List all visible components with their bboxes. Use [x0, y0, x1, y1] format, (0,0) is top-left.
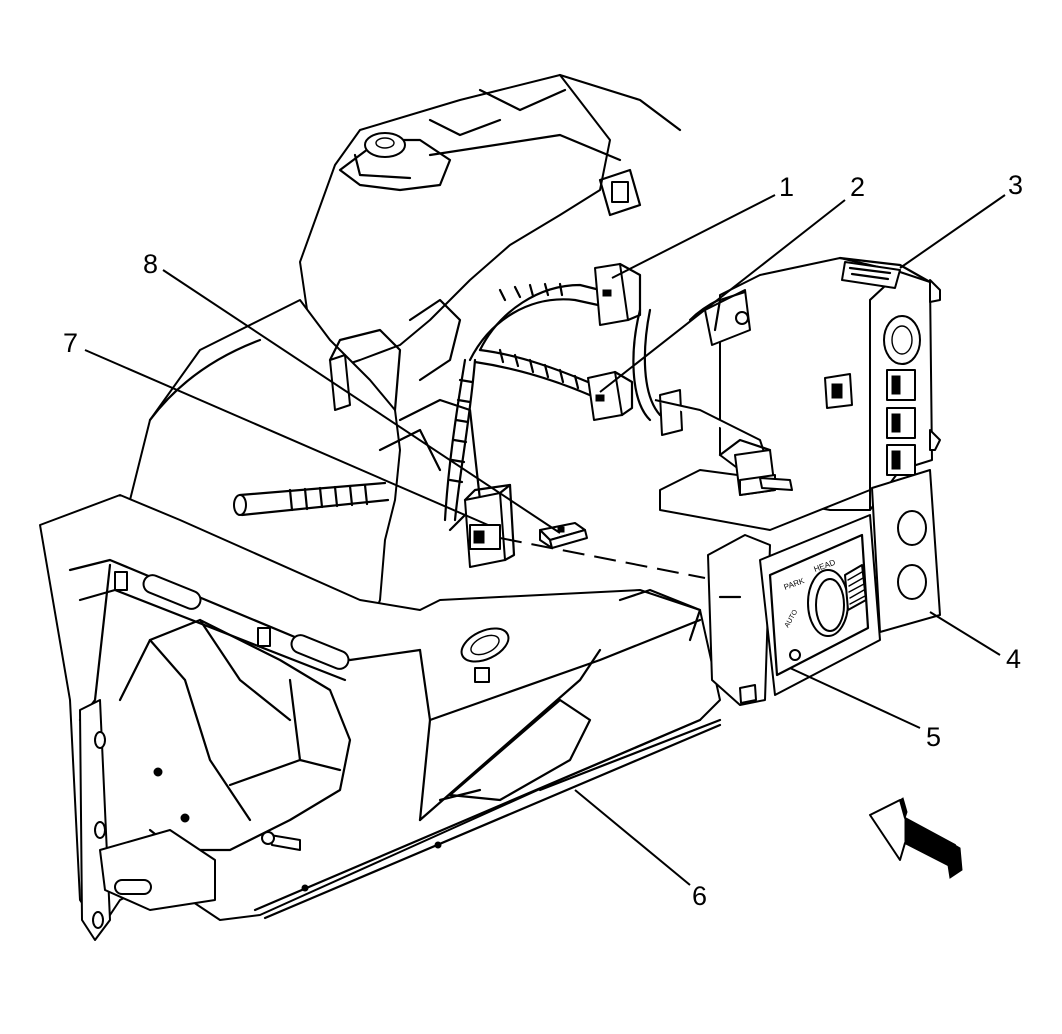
callout-4: 4 [1006, 644, 1021, 674]
headlamp-switch: PARK HEAD AUTO [707, 514, 881, 706]
callout-2: 2 [850, 172, 865, 202]
callout-labels: 1 2 3 4 5 6 7 8 [63, 170, 1023, 911]
connector-2 [587, 370, 683, 436]
callout-6: 6 [692, 881, 707, 911]
callout-5: 5 [926, 722, 941, 752]
connector-7 [463, 483, 516, 568]
callout-leaders [84, 194, 1006, 886]
accessory-switch-housing [654, 256, 941, 531]
connector-1 [594, 262, 642, 326]
alignment-line [499, 537, 706, 579]
connector-8 [539, 522, 588, 549]
lower-bracket [39, 494, 722, 941]
callout-1: 1 [779, 172, 794, 202]
callout-7: 7 [63, 328, 78, 358]
callout-8: 8 [143, 249, 158, 279]
wiring-harness [233, 282, 762, 522]
view-direction-arrow-icon [869, 797, 963, 879]
upper-carrier-beam [299, 73, 682, 371]
blank-plate [871, 469, 941, 633]
callout-3: 3 [1008, 170, 1023, 200]
